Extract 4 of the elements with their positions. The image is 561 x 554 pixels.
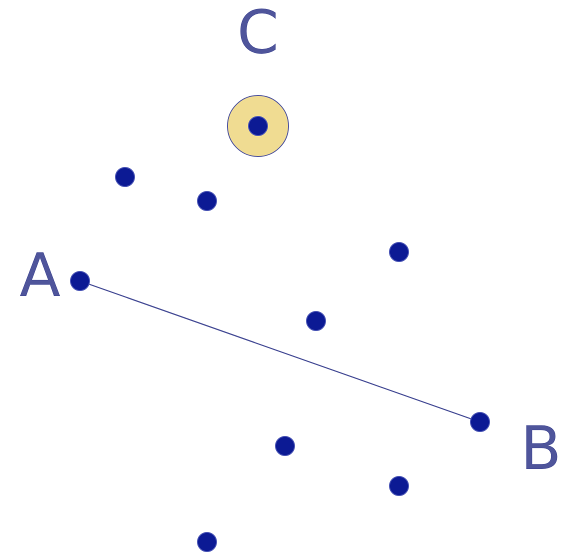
connector-line bbox=[89, 284, 471, 420]
point-label: A bbox=[19, 246, 61, 306]
point-label: C bbox=[237, 3, 279, 63]
point-label: B bbox=[520, 419, 561, 479]
